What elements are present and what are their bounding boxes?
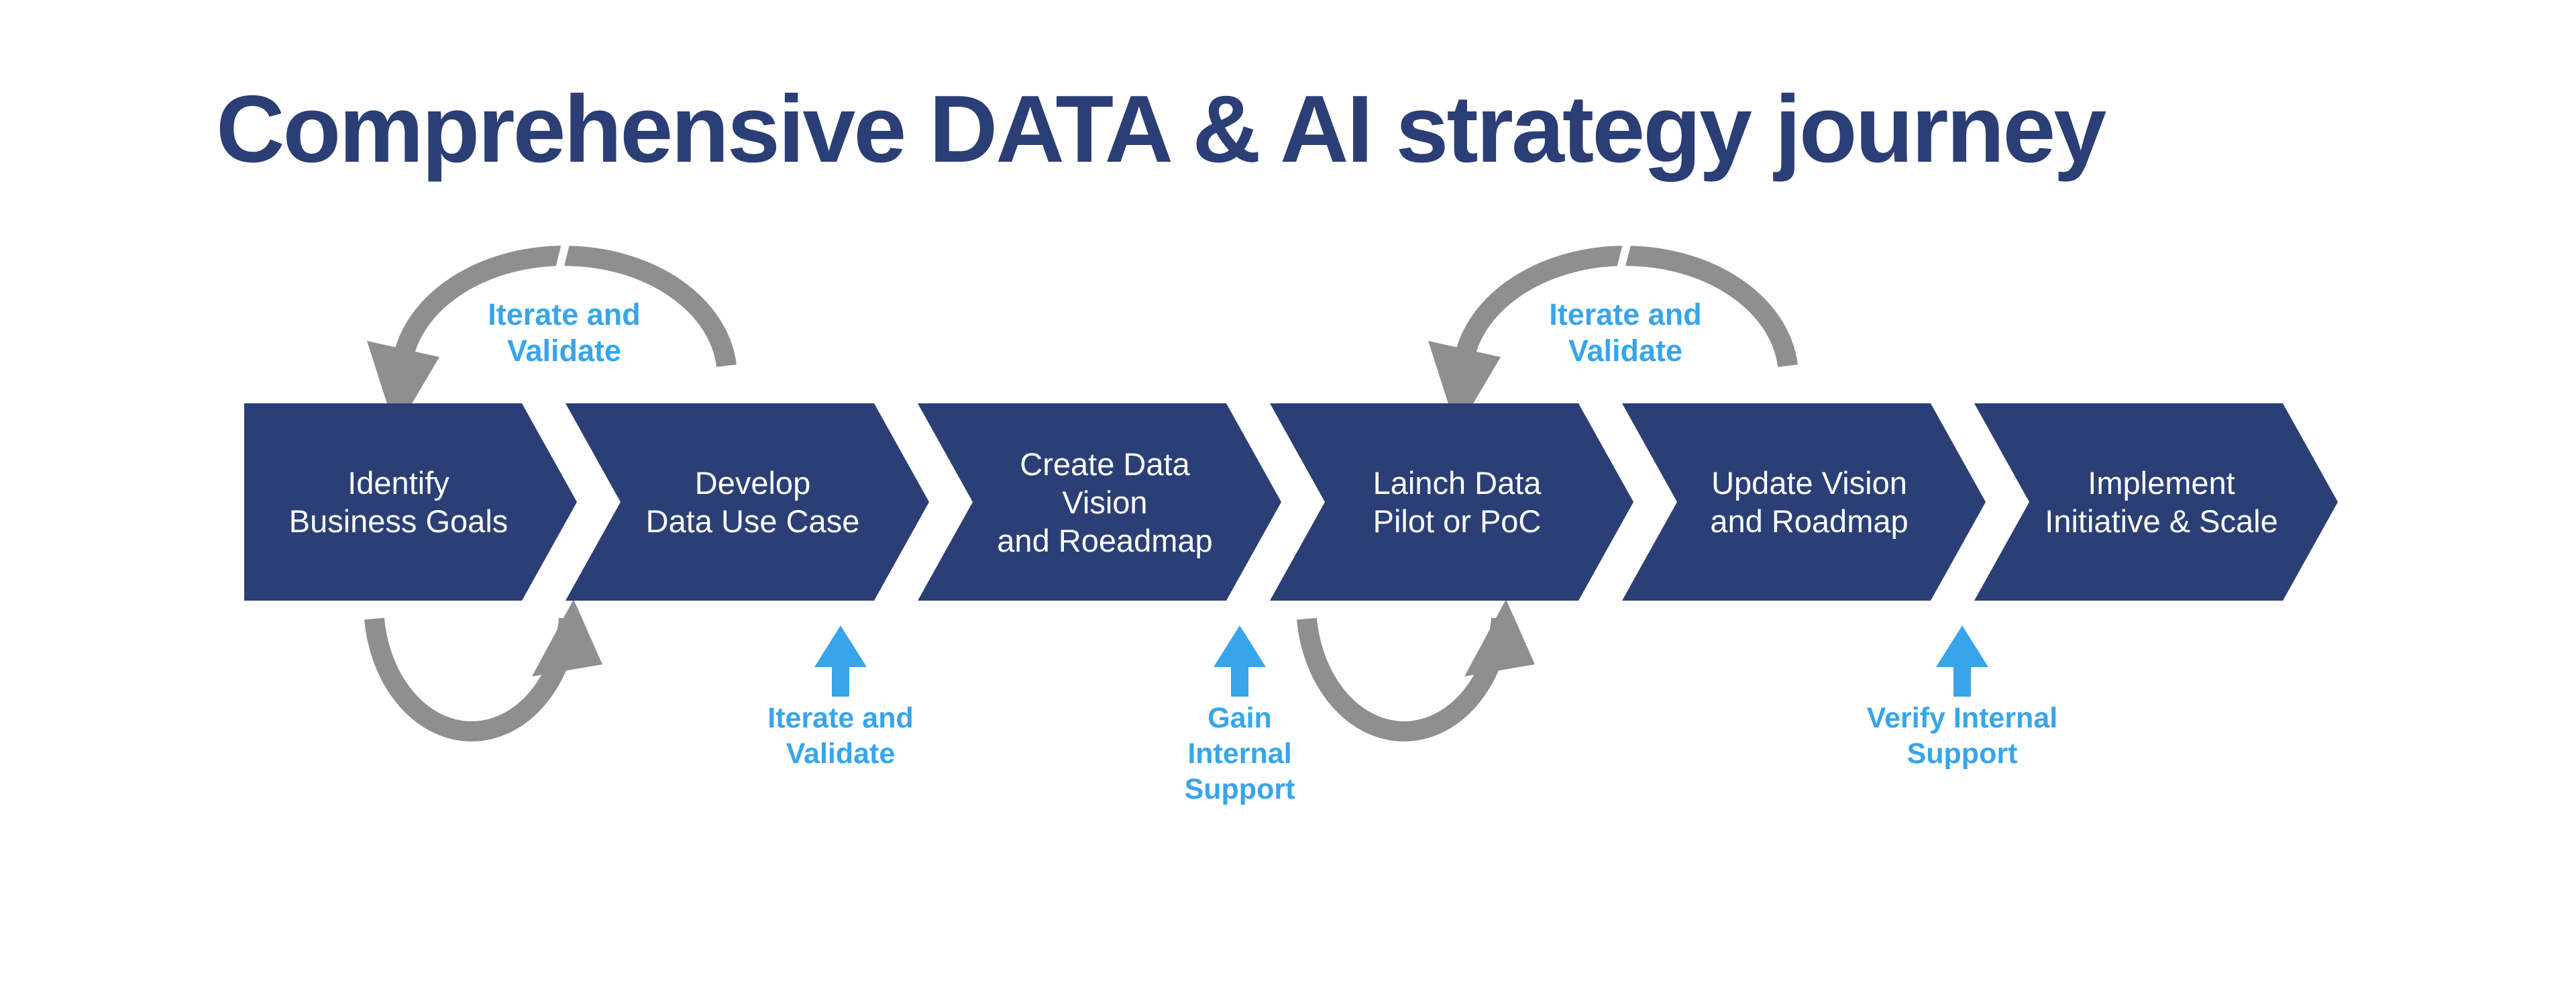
step-chevron-2: Develop Data Use Case (566, 403, 929, 601)
iterate-validate-label-top-1: Iterate and Validate (488, 297, 641, 368)
step-chevron-4: Lainch Data Pilot or PoC (1270, 403, 1633, 601)
step-5-label: Update Vision and Roadmap (1710, 465, 1909, 539)
iterate-validate-label-top-2: Iterate and Validate (1549, 297, 1702, 368)
up-arrow-3-icon (1936, 625, 1988, 697)
verify-internal-support-label: Verify Internal Support (1866, 702, 2058, 770)
step-chevron-5: Update Vision and Roadmap (1622, 403, 1986, 601)
step-1-label: Identify Business Goals (288, 465, 508, 539)
iterate-validate-label-bottom: Iterate and Validate (767, 702, 914, 770)
step-chevron-1: Identify Business Goals (244, 403, 577, 601)
page-title: Comprehensive DATA & AI strategy journey (216, 76, 2106, 183)
step-2-label: Develop Data Use Case (645, 465, 860, 539)
iterate-loop-top-2-icon (1428, 234, 1798, 431)
iterate-loop-bottom-2-icon (1297, 599, 1535, 742)
up-arrow-2-icon (1214, 625, 1266, 697)
step-6-label: Implement Initiative & Scale (2045, 465, 2278, 539)
iterate-loop-top-1-icon (367, 234, 737, 431)
iterate-loop-bottom-1-icon (364, 599, 602, 742)
up-arrow-1-icon (814, 625, 867, 697)
gain-internal-support-label: Gain Internal Support (1184, 702, 1295, 805)
step-3-label: Create Data Vision and Roeadmap (997, 446, 1213, 558)
step-4-label: Lainch Data Pilot or PoC (1373, 465, 1542, 539)
step-chevron-3: Create Data Vision and Roeadmap (918, 403, 1281, 601)
step-chevron-6: Implement Initiative & Scale (1974, 403, 2338, 601)
